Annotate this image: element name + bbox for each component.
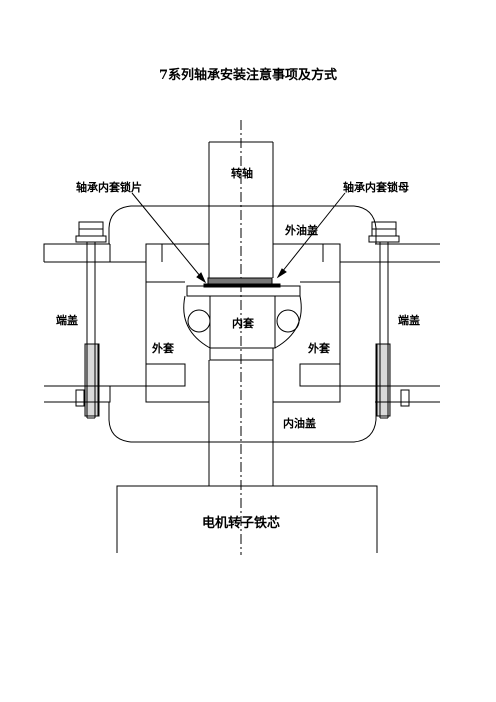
leader-lock-plate <box>131 192 206 283</box>
end-cover-left <box>43 243 111 263</box>
label-shaft: 转轴 <box>231 166 253 180</box>
outer-oil-cap <box>108 205 377 244</box>
end-cover-right <box>375 243 440 263</box>
ball-right <box>276 309 300 333</box>
ball-left <box>187 309 211 333</box>
end-cover-right-lower <box>375 385 440 403</box>
page-title: 7系列轴承安装注意事项及方式 <box>158 68 338 83</box>
bolt-right <box>368 221 410 419</box>
leader-lock-nut <box>277 192 346 278</box>
label-inner-lock-nut: 轴承内套锁母 <box>343 180 409 194</box>
label-inner-race: 内套 <box>232 316 255 330</box>
rotor-core <box>116 485 378 553</box>
label-outer-oil-cap: 外油盖 <box>284 223 318 237</box>
inner-oil-cap <box>108 402 377 443</box>
lock-plate <box>203 283 281 288</box>
label-outer-race-left: 外套 <box>151 341 175 355</box>
shaft-lower <box>208 360 274 486</box>
bolt-left <box>75 221 107 419</box>
label-inner-oil-cap: 内油盖 <box>283 416 316 430</box>
end-cover-left-lower <box>44 385 111 403</box>
label-end-cover-right: 端盖 <box>398 313 420 327</box>
lock-nut <box>207 277 273 285</box>
outer-race-right <box>274 295 302 349</box>
housing-left-lower <box>145 386 210 403</box>
shaft <box>208 141 274 278</box>
housing-left-upper <box>145 243 209 262</box>
housing-right-upper <box>273 243 341 262</box>
arrow-lock-plate <box>196 272 207 284</box>
housing-right <box>299 261 375 387</box>
label-rotor-core: 电机转子铁芯 <box>202 515 280 531</box>
outer-race-left <box>183 295 211 349</box>
label-outer-race-right: 外套 <box>307 341 331 355</box>
label-end-cover-left: 端盖 <box>56 313 78 327</box>
housing-right-lower <box>272 386 341 403</box>
label-inner-lock-plate: 轴承内套锁片 <box>76 180 142 194</box>
arrow-lock-nut <box>276 268 287 279</box>
housing-left <box>110 261 186 387</box>
